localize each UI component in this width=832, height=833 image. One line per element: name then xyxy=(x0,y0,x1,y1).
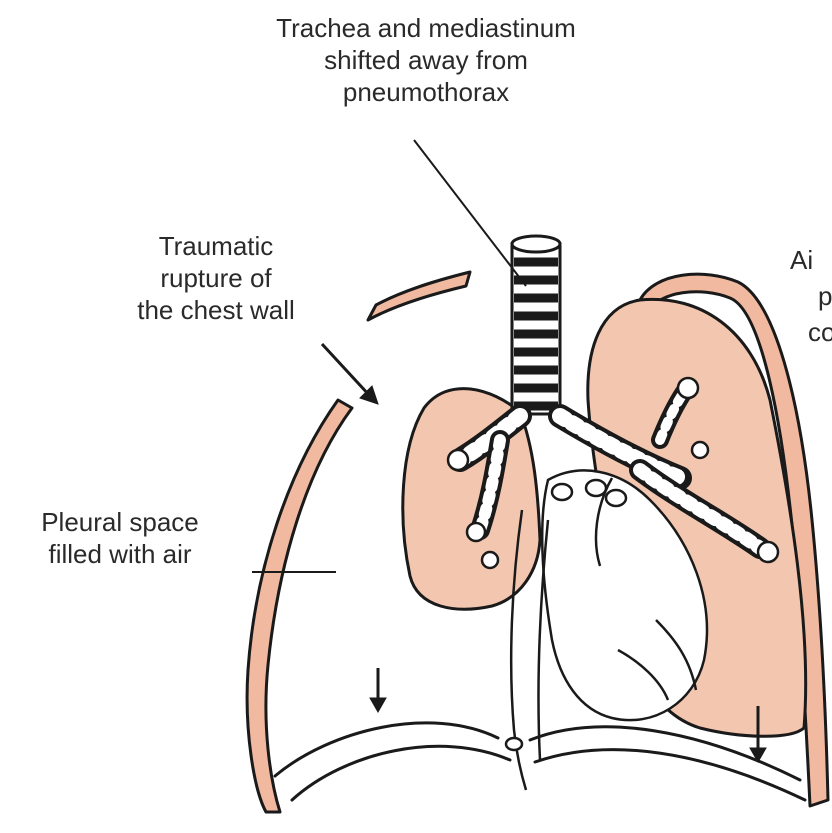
left-chest-wall-upper xyxy=(368,272,470,320)
rupture-label-line-1: Traumatic xyxy=(96,230,336,262)
trachea xyxy=(512,236,560,414)
trachea-leader-line xyxy=(414,140,526,286)
pleural-label-line-2: filled with air xyxy=(0,538,240,570)
right-label-line-2: pl xyxy=(790,280,832,312)
right-partial-label: Ai pl co xyxy=(790,244,832,352)
diaphragm-arrow-left xyxy=(370,668,386,712)
trachea-mediastinum-label: Trachea and mediastinum shifted away fro… xyxy=(196,12,656,108)
rupture-label-line-3: the chest wall xyxy=(96,294,336,326)
left-chest-wall-lower xyxy=(247,400,352,812)
rupture-label: Traumatic rupture of the chest wall xyxy=(96,230,336,326)
pleural-space-label: Pleural space filled with air xyxy=(0,506,240,570)
trachea-label-line-2: shifted away from xyxy=(196,44,656,76)
trachea-label-line-3: pneumothorax xyxy=(196,76,656,108)
pleural-label-line-1: Pleural space xyxy=(0,506,240,538)
right-label-line-3: co xyxy=(790,316,832,348)
trachea-label-line-1: Trachea and mediastinum xyxy=(196,12,656,44)
right-label-line-1: Ai xyxy=(790,244,832,276)
rupture-label-line-2: rupture of xyxy=(96,262,336,294)
rupture-arrow xyxy=(322,344,378,404)
